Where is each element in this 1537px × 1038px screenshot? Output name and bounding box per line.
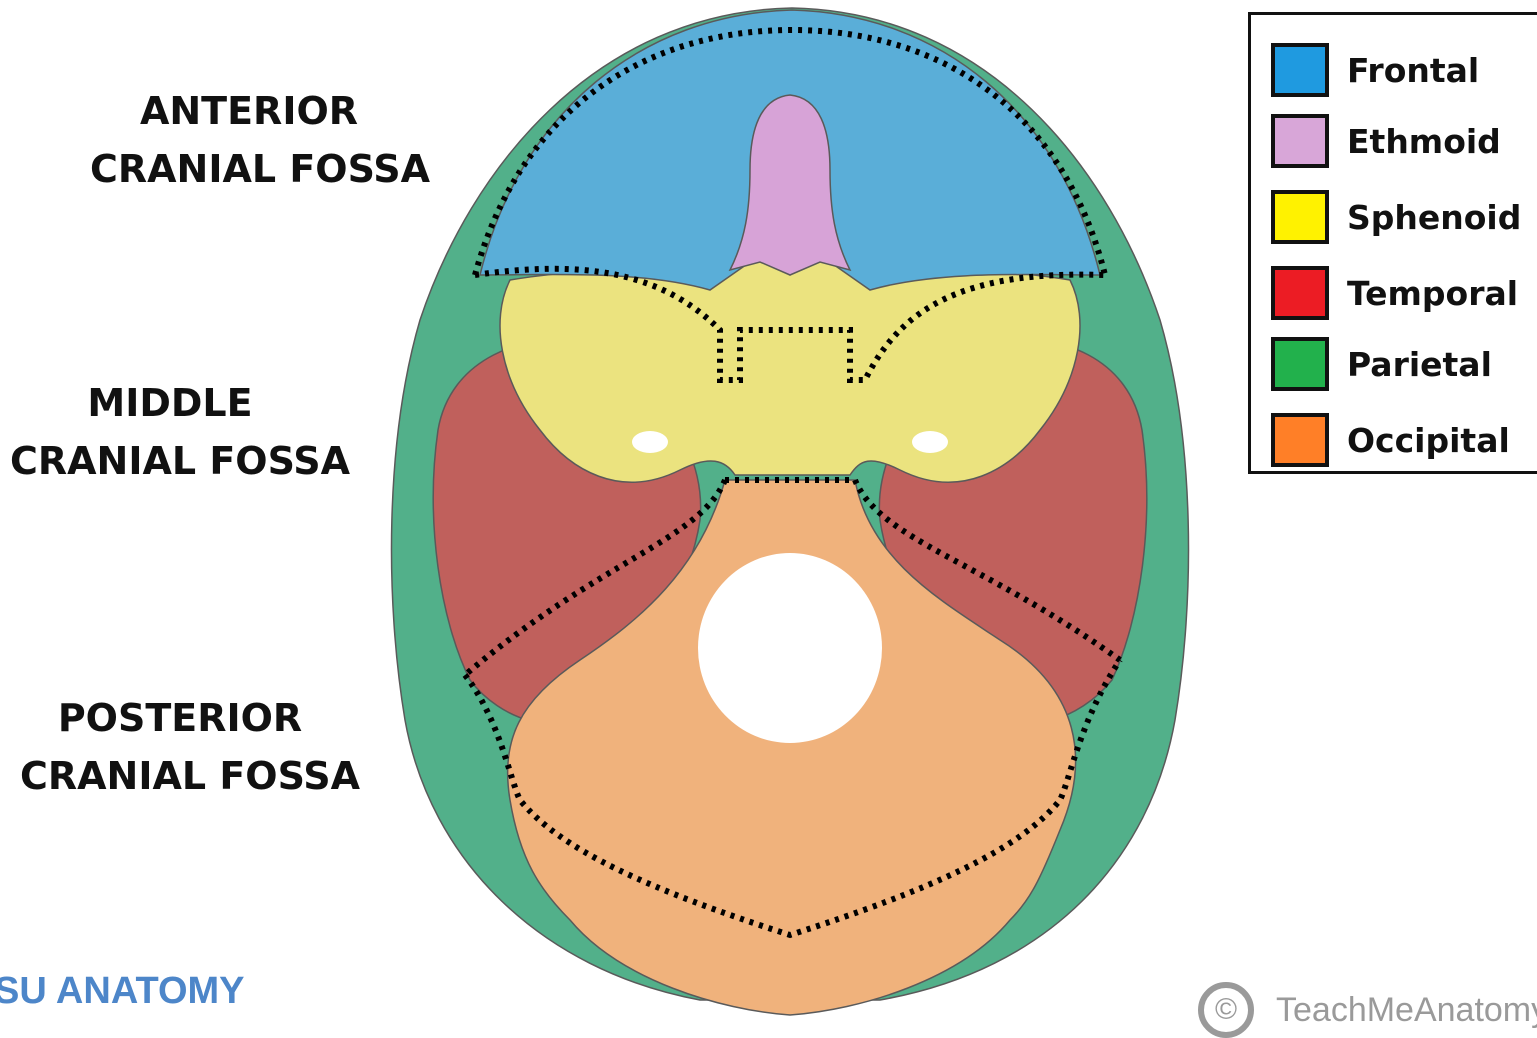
legend-label-ethmoid: Ethmoid bbox=[1347, 122, 1501, 161]
legend-swatch-sphenoid bbox=[1271, 190, 1329, 244]
foramen-magnum bbox=[698, 553, 882, 743]
legend-item-frontal: Frontal bbox=[1271, 40, 1479, 100]
bone-color-legend: Frontal Ethmoid Sphenoid Temporal Pariet… bbox=[1248, 12, 1537, 474]
posterior-label-line1: POSTERIOR bbox=[20, 689, 340, 747]
anterior-cranial-fossa-label: ANTERIOR CRANIAL FOSSA bbox=[90, 82, 408, 198]
anterior-label-line2: CRANIAL FOSSA bbox=[90, 140, 408, 198]
legend-label-temporal: Temporal bbox=[1347, 274, 1518, 313]
anterior-label-line1: ANTERIOR bbox=[90, 82, 408, 140]
legend-swatch-parietal bbox=[1271, 337, 1329, 391]
legend-item-sphenoid: Sphenoid bbox=[1271, 187, 1521, 247]
legend-swatch-occipital bbox=[1271, 413, 1329, 467]
legend-label-sphenoid: Sphenoid bbox=[1347, 198, 1521, 237]
legend-item-temporal: Temporal bbox=[1271, 263, 1518, 323]
legend-label-parietal: Parietal bbox=[1347, 345, 1492, 384]
legend-label-frontal: Frontal bbox=[1347, 51, 1479, 90]
legend-item-parietal: Parietal bbox=[1271, 334, 1492, 394]
copyright-icon: © bbox=[1198, 982, 1254, 1038]
su-anatomy-watermark: SU ANATOMY bbox=[0, 970, 245, 1013]
foramen-ovale-left bbox=[632, 431, 668, 453]
teachmeanatomy-text: TeachMeAnatomy bbox=[1276, 991, 1537, 1030]
legend-swatch-temporal bbox=[1271, 266, 1329, 320]
legend-label-occipital: Occipital bbox=[1347, 421, 1510, 460]
legend-swatch-ethmoid bbox=[1271, 114, 1329, 168]
legend-item-ethmoid: Ethmoid bbox=[1271, 111, 1501, 171]
legend-swatch-frontal bbox=[1271, 43, 1329, 97]
middle-cranial-fossa-label: MIDDLE CRANIAL FOSSA bbox=[10, 374, 330, 490]
middle-label-line2: CRANIAL FOSSA bbox=[10, 432, 330, 490]
middle-label-line1: MIDDLE bbox=[10, 374, 330, 432]
posterior-label-line2: CRANIAL FOSSA bbox=[20, 747, 340, 805]
foramen-ovale-right bbox=[912, 431, 948, 453]
skull-base-illustration bbox=[380, 0, 1200, 1020]
teachmeanatomy-watermark: © TeachMeAnatomy bbox=[1198, 990, 1537, 1030]
posterior-cranial-fossa-label: POSTERIOR CRANIAL FOSSA bbox=[20, 689, 340, 805]
legend-item-occipital: Occipital bbox=[1271, 410, 1510, 470]
